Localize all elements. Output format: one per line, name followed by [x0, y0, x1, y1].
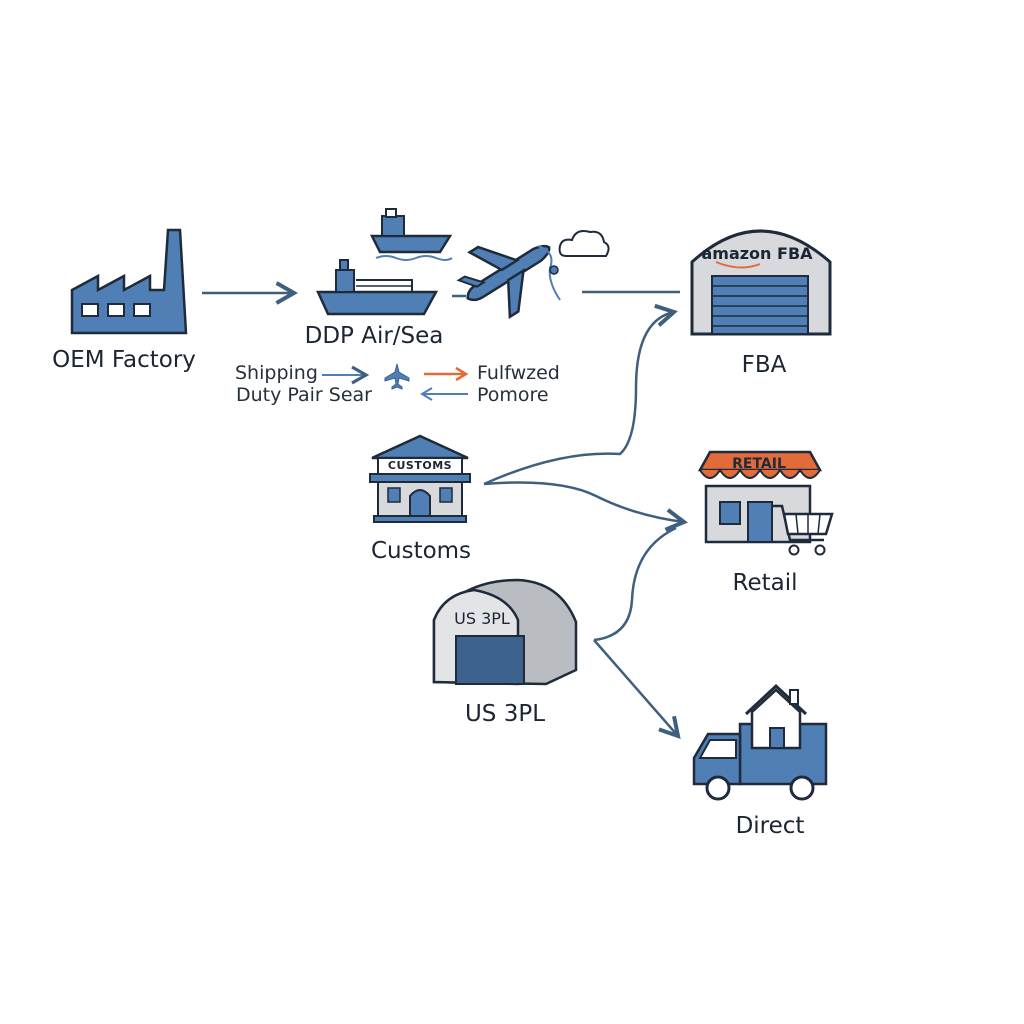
arrow-customs-to-retail: [483, 481, 688, 532]
us-3pl-sign-text: US 3PL: [454, 609, 510, 628]
legend-fulfwzed: Fulfwzed: [477, 362, 560, 384]
us-3pl-label: US 3PL: [464, 701, 546, 727]
legend-arrows: [322, 363, 469, 401]
oem-factory-label: OEM Factory: [52, 347, 196, 373]
legend-shipping: Shipping: [235, 362, 318, 384]
fba-warehouse-icon: [690, 229, 832, 336]
flow-arrows: [202, 281, 688, 740]
legend-pomore: Pomore: [477, 384, 549, 406]
customs-sign-text: CUSTOMS: [387, 459, 453, 472]
retail-sign-text: RETAIL: [732, 456, 786, 472]
airplane-icon: [456, 244, 551, 319]
ship-icon: [316, 259, 439, 316]
customs-label: Customs: [370, 538, 472, 564]
shopping-cart-icon: [772, 504, 834, 556]
us-3pl-warehouse-icon: [432, 578, 578, 686]
legend-duty-pair-sear: Duty Pair Sear: [236, 384, 372, 406]
arrow-customs-to-fba: [483, 303, 678, 486]
cloud-icon: [537, 230, 610, 301]
arrow-3pl-to-retail: [593, 526, 677, 642]
delivery-truck-icon: [692, 683, 828, 801]
factory-icon: [70, 228, 188, 335]
fba-sign-text: amazon FBA: [701, 244, 813, 263]
arrow-3pl-to-direct: [593, 639, 681, 740]
fba-label: FBA: [741, 352, 787, 378]
small-plane-icon: [384, 363, 410, 390]
direct-label: Direct: [735, 813, 805, 839]
ddp-label: DDP Air/Sea: [304, 323, 444, 349]
retail-label: Retail: [732, 570, 798, 596]
customs-building-icon: [369, 434, 471, 523]
small-ship-icon: [369, 208, 453, 261]
